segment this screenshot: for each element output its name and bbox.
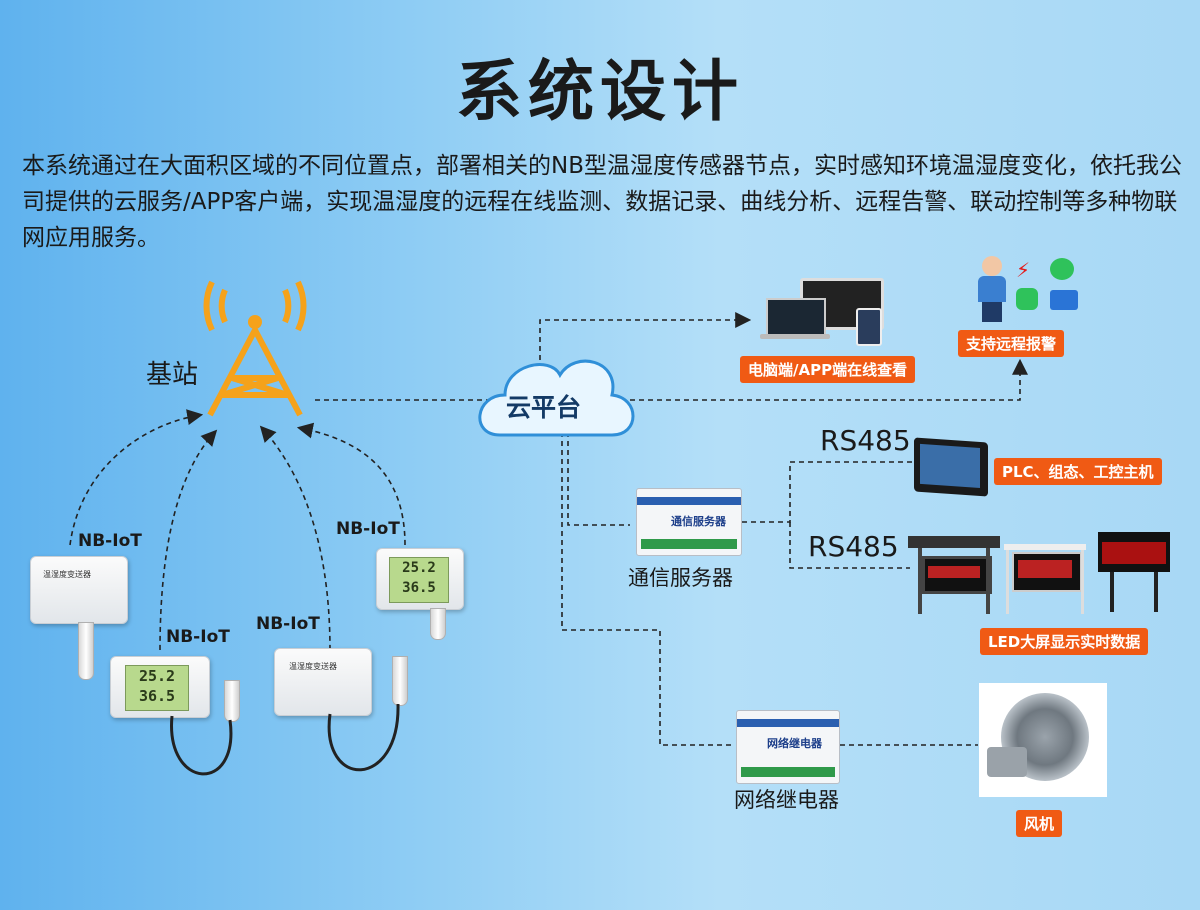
nbiot-label: NB-IoT [336, 519, 400, 539]
rs485-label: RS485 [820, 424, 911, 457]
net-relay-label: 网络继电器 [734, 788, 839, 812]
lcd-temp: 25.2 [402, 560, 436, 576]
lcd-hum: 36.5 [402, 580, 436, 596]
pc-app-badge: 电脑端/APP端在线查看 [740, 356, 916, 383]
sensor-device: 温湿度变送器 [30, 556, 128, 624]
device-tag: 温湿度变送器 [43, 570, 91, 579]
rs485-label: RS485 [808, 530, 899, 563]
plc-screen [914, 437, 988, 497]
fan-badge: 风机 [1016, 810, 1063, 837]
pc-app-devices [760, 278, 884, 346]
device-tag: 温湿度变送器 [289, 662, 337, 671]
cloud-label: 云平台 [506, 393, 582, 422]
comm-server-device: 通信服务器 [636, 488, 742, 556]
sensor-device-lcd: 25.2 36.5 [110, 656, 210, 718]
alarm-badge: 支持远程报警 [958, 330, 1065, 357]
tower-icon [203, 280, 307, 417]
led-sign [1098, 532, 1170, 612]
led-badge: LED大屏显示实时数据 [980, 628, 1149, 655]
net-relay-tag: 网络继电器 [767, 737, 822, 750]
lcd-temp: 25.2 [138, 667, 176, 685]
alarm-icons: ⚡ [968, 252, 1084, 324]
sensor-device-lcd: 25.2 36.5 [376, 548, 464, 610]
base-station-label: 基站 [146, 360, 199, 390]
nbiot-label: NB-IoT [78, 531, 142, 551]
page-title: 系统设计 [456, 53, 744, 130]
nbiot-label: NB-IoT [256, 614, 320, 634]
cloud-icon [478, 359, 635, 437]
comm-server-tag: 通信服务器 [671, 515, 726, 528]
probe [430, 608, 446, 640]
intro-text: 本系统通过在大面积区域的不同位置点，部署相关的NB型温湿度传感器节点，实时感知环… [22, 153, 1182, 251]
comm-server-label: 通信服务器 [628, 566, 733, 590]
plc-badge: PLC、组态、工控主机 [994, 458, 1162, 485]
probe [392, 656, 408, 706]
fan-image [979, 683, 1107, 797]
lcd-hum: 36.5 [138, 687, 176, 705]
mail-icon [1050, 290, 1078, 310]
wechat-icon [1050, 258, 1074, 280]
sensor-device: 温湿度变送器 [274, 648, 372, 716]
lcd-screen: 25.2 36.5 [389, 557, 449, 603]
siren-icon: ⚡ [1016, 258, 1031, 282]
led-kiosk [908, 536, 1000, 614]
led-billboard [1004, 538, 1086, 614]
probe [78, 622, 94, 680]
net-relay-device: 网络继电器 [736, 710, 840, 784]
lcd-screen: 25.2 36.5 [125, 665, 189, 711]
nbiot-label: NB-IoT [166, 627, 230, 647]
probe [224, 680, 240, 722]
